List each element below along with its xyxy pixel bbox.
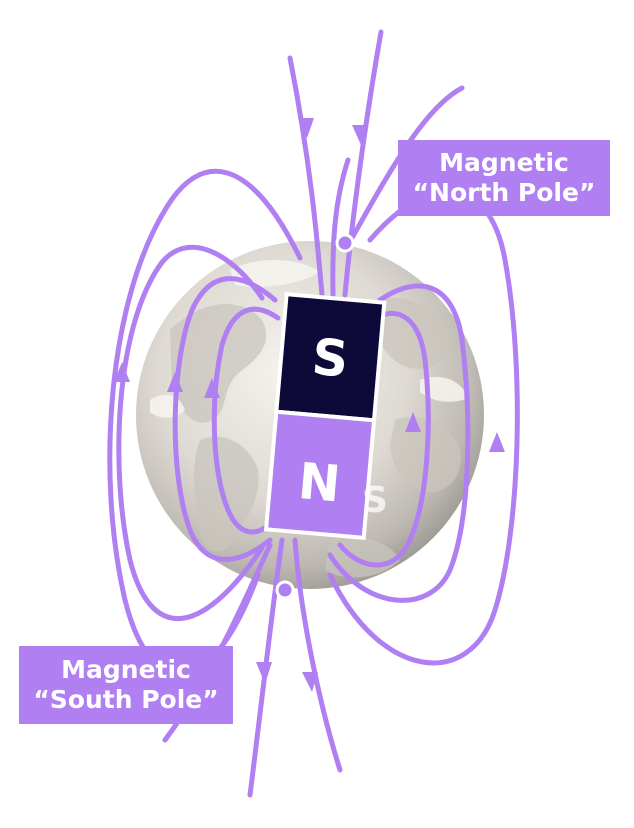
- arrow-left-middle: [167, 372, 183, 392]
- magnetic-south-pole-label: Magnetic “South Pole”: [19, 646, 233, 724]
- field-line-right-middle: [327, 283, 471, 603]
- arrow-right-outer: [489, 432, 505, 452]
- south-label-line2: “South Pole”: [33, 685, 219, 714]
- globe-letter: S: [362, 480, 388, 521]
- field-line-bottom-2: [292, 537, 343, 773]
- arrow-left-outer: [114, 362, 130, 382]
- south-pole-marker: [275, 580, 295, 600]
- field-line-bottom-1: [247, 537, 285, 798]
- arrow-left-inner: [204, 378, 220, 398]
- field-line-arrows: [114, 118, 505, 692]
- arrow-top-right: [352, 125, 368, 145]
- magnet-bottom-letter: N: [296, 452, 343, 513]
- magnet-top-letter: S: [310, 328, 351, 389]
- field-line-top-3: [330, 157, 351, 298]
- bar-magnet: S N: [263, 292, 387, 540]
- magnetic-north-pole-label: Magnetic “North Pole”: [398, 140, 610, 216]
- arrow-right-inner: [405, 412, 421, 432]
- north-pole-marker: [335, 233, 355, 253]
- field-line-left-middle: [172, 276, 278, 562]
- field-line-right-inner: [337, 311, 431, 568]
- field-line-top-1: [287, 55, 325, 298]
- arrow-bottom-left: [256, 662, 272, 684]
- south-label-line1: Magnetic: [61, 655, 191, 684]
- magnetic-field-lines: [107, 29, 520, 798]
- magnet-north-half: [263, 409, 377, 540]
- arrow-bottom-right: [302, 672, 318, 692]
- field-line-left-outer: [116, 244, 265, 621]
- arrow-top-left: [298, 118, 314, 138]
- north-label-line2: “North Pole”: [412, 178, 596, 207]
- field-line-left-inner: [211, 306, 281, 535]
- field-line-top-2: [342, 29, 384, 298]
- north-label-line1: Magnetic: [439, 148, 569, 177]
